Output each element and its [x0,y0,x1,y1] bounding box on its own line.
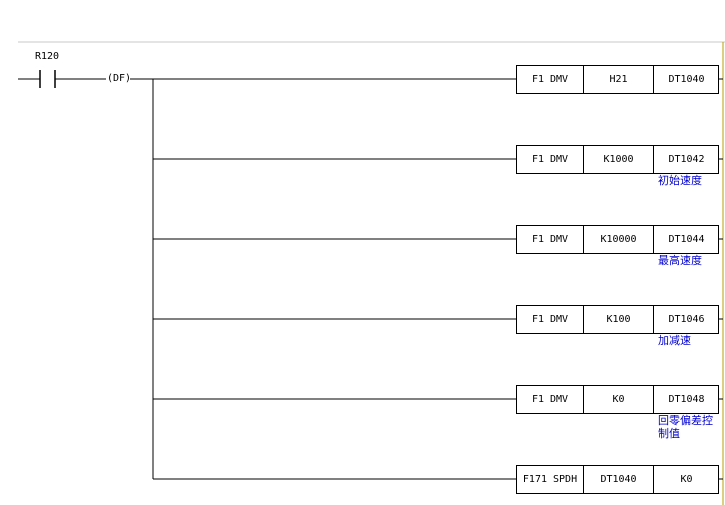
operand2-cell[interactable]: DT1046 [668,313,705,325]
instruction-box [516,465,719,494]
operand1-cell[interactable]: H21 [609,73,628,85]
contact-label: R120 [35,51,60,62]
rung-comment: 初始速度 [658,174,702,187]
rung-comment: 最高速度 [658,254,702,267]
instruction-cell[interactable]: F1 DMV [531,153,569,165]
instruction-box [516,65,719,94]
instruction-box [516,225,719,254]
rung-comment: 回零偏差控制值 [658,414,713,440]
instruction-cell[interactable]: F1 DMV [531,73,569,85]
instruction-cell[interactable]: F1 DMV [531,313,569,325]
operand2-cell[interactable]: DT1044 [668,233,705,245]
instruction-box [516,305,719,334]
operand1-cell[interactable]: K10000 [600,233,637,245]
operand2-cell[interactable]: DT1042 [668,153,705,165]
df-instruction: (DF) [107,73,132,84]
instruction-box [516,385,719,414]
instruction-cell[interactable]: F171 SPDH [522,473,578,485]
operand2-cell[interactable]: DT1040 [668,73,705,85]
instruction-box [516,145,719,174]
operand1-cell[interactable]: DT1040 [600,473,637,485]
rung-comment: 加减速 [658,334,691,347]
operand2-cell[interactable]: DT1048 [668,393,705,405]
operand2-cell[interactable]: K0 [680,473,693,485]
operand1-cell[interactable]: K100 [606,313,631,325]
instruction-cell[interactable]: F1 DMV [531,393,569,405]
operand1-cell[interactable]: K1000 [603,153,634,165]
operand1-cell[interactable]: K0 [612,393,625,405]
instruction-cell[interactable]: F1 DMV [531,233,569,245]
